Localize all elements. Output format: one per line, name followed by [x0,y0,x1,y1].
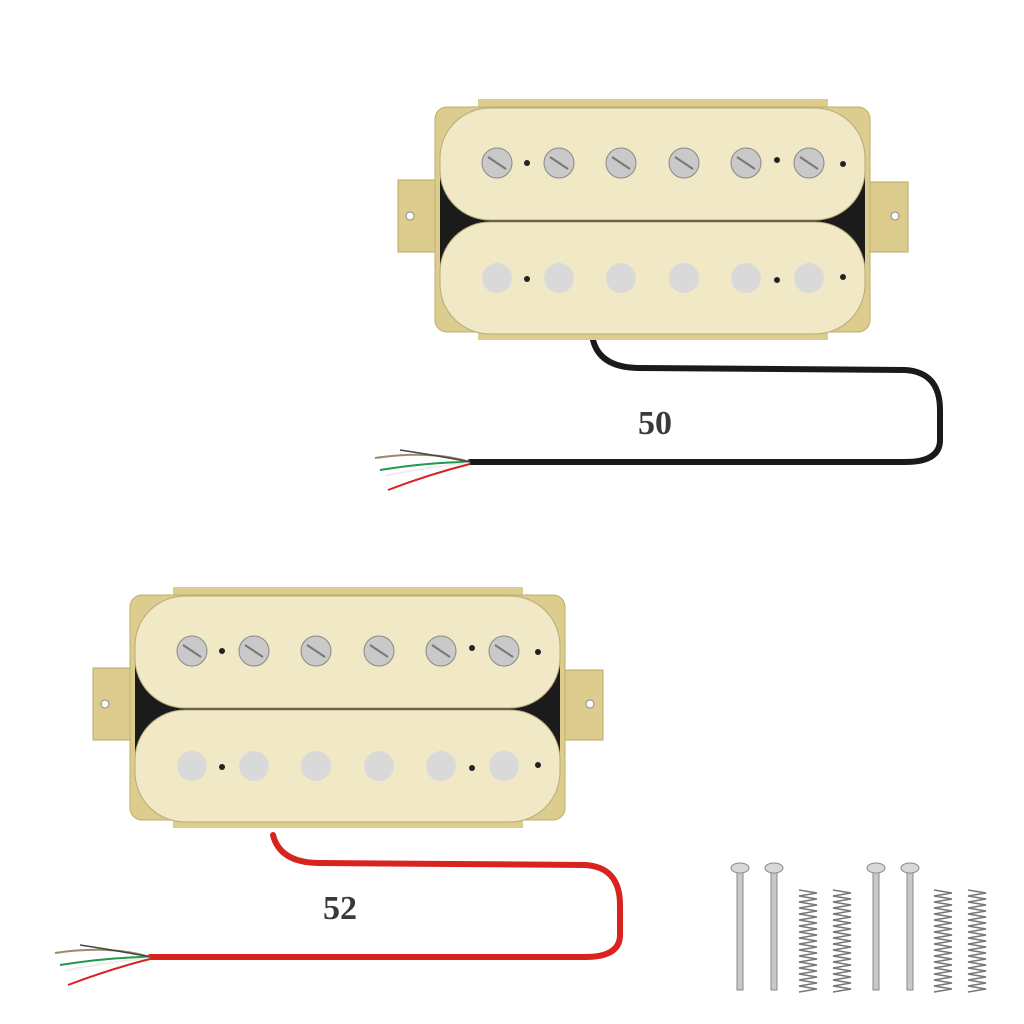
wire-white [64,957,151,972]
dot-marker [774,277,780,283]
wire-bare [54,948,151,958]
bobbin-top [134,595,561,709]
pole-slot [431,644,451,658]
wire-black [399,449,471,463]
pole-slot [549,156,569,170]
wire-red [67,958,151,986]
pole-blank [731,263,761,293]
pole-blank [606,263,636,293]
pole-slot [182,644,202,658]
dot-marker [840,161,846,167]
pole-blank [239,751,269,781]
mounting-screw [736,871,744,991]
bobbin-bottom [439,221,866,335]
pole-slot [674,156,694,170]
spring [832,889,852,993]
spring [967,889,987,993]
pickup-cable-2 [54,832,623,986]
dot-marker [219,764,225,770]
spring [798,889,818,993]
baseplate-top [173,587,523,597]
dot-marker [469,645,475,651]
bobbin-top [439,107,866,221]
dot-marker [219,648,225,654]
mounting-screw [872,871,880,991]
baseplate-bottom [173,818,523,828]
pole-blank [177,751,207,781]
pickup-cable-1 [374,337,943,491]
pole-blank [794,263,824,293]
mounting-screw [906,871,914,991]
bobbin-bottom [134,709,561,823]
wire-black [79,944,151,958]
wire-green [59,956,151,966]
screw-head [730,862,750,874]
screw-head [866,862,886,874]
dot-marker [524,276,530,282]
screw-hole [100,699,110,709]
mounting-ear-right [560,669,604,741]
dot-marker [535,649,541,655]
wire-bare [374,453,471,463]
lead-wire [467,337,943,465]
pole-slot [799,156,819,170]
screw-hole [890,211,900,221]
mounting-ear-right [865,181,909,253]
pole-slot [494,644,514,658]
pole-slot [736,156,756,170]
pickup-bridge-label: 52 [323,890,357,927]
pole-slot [244,644,264,658]
screw-head [764,862,784,874]
pole-blank [482,263,512,293]
humbucker-pickup-2 [92,587,604,828]
pole-blank [301,751,331,781]
pole-slot [306,644,326,658]
dot-marker [469,765,475,771]
wire-white [384,462,471,477]
pole-blank [669,263,699,293]
baseplate-top [478,99,828,109]
pole-slot [611,156,631,170]
dot-marker [535,762,541,768]
pole-blank [364,751,394,781]
baseplate-bottom [478,330,828,340]
screw-hole [405,211,415,221]
pole-blank [544,263,574,293]
pole-blank [489,751,519,781]
wire-red [387,463,471,491]
screw-hole [585,699,595,709]
mounting-screw [770,871,778,991]
humbucker-pickup-1 [397,99,909,340]
spring [933,889,953,993]
mounting-ear-left [397,179,441,253]
dot-marker [524,160,530,166]
pickup-neck-label: 50 [638,405,672,442]
dot-marker [840,274,846,280]
mounting-ear-left [92,667,136,741]
pole-slot [369,644,389,658]
screw-head [900,862,920,874]
wire-green [379,461,471,471]
pole-blank [426,751,456,781]
dot-marker [774,157,780,163]
pole-slot [487,156,507,170]
lead-wire [147,832,623,960]
